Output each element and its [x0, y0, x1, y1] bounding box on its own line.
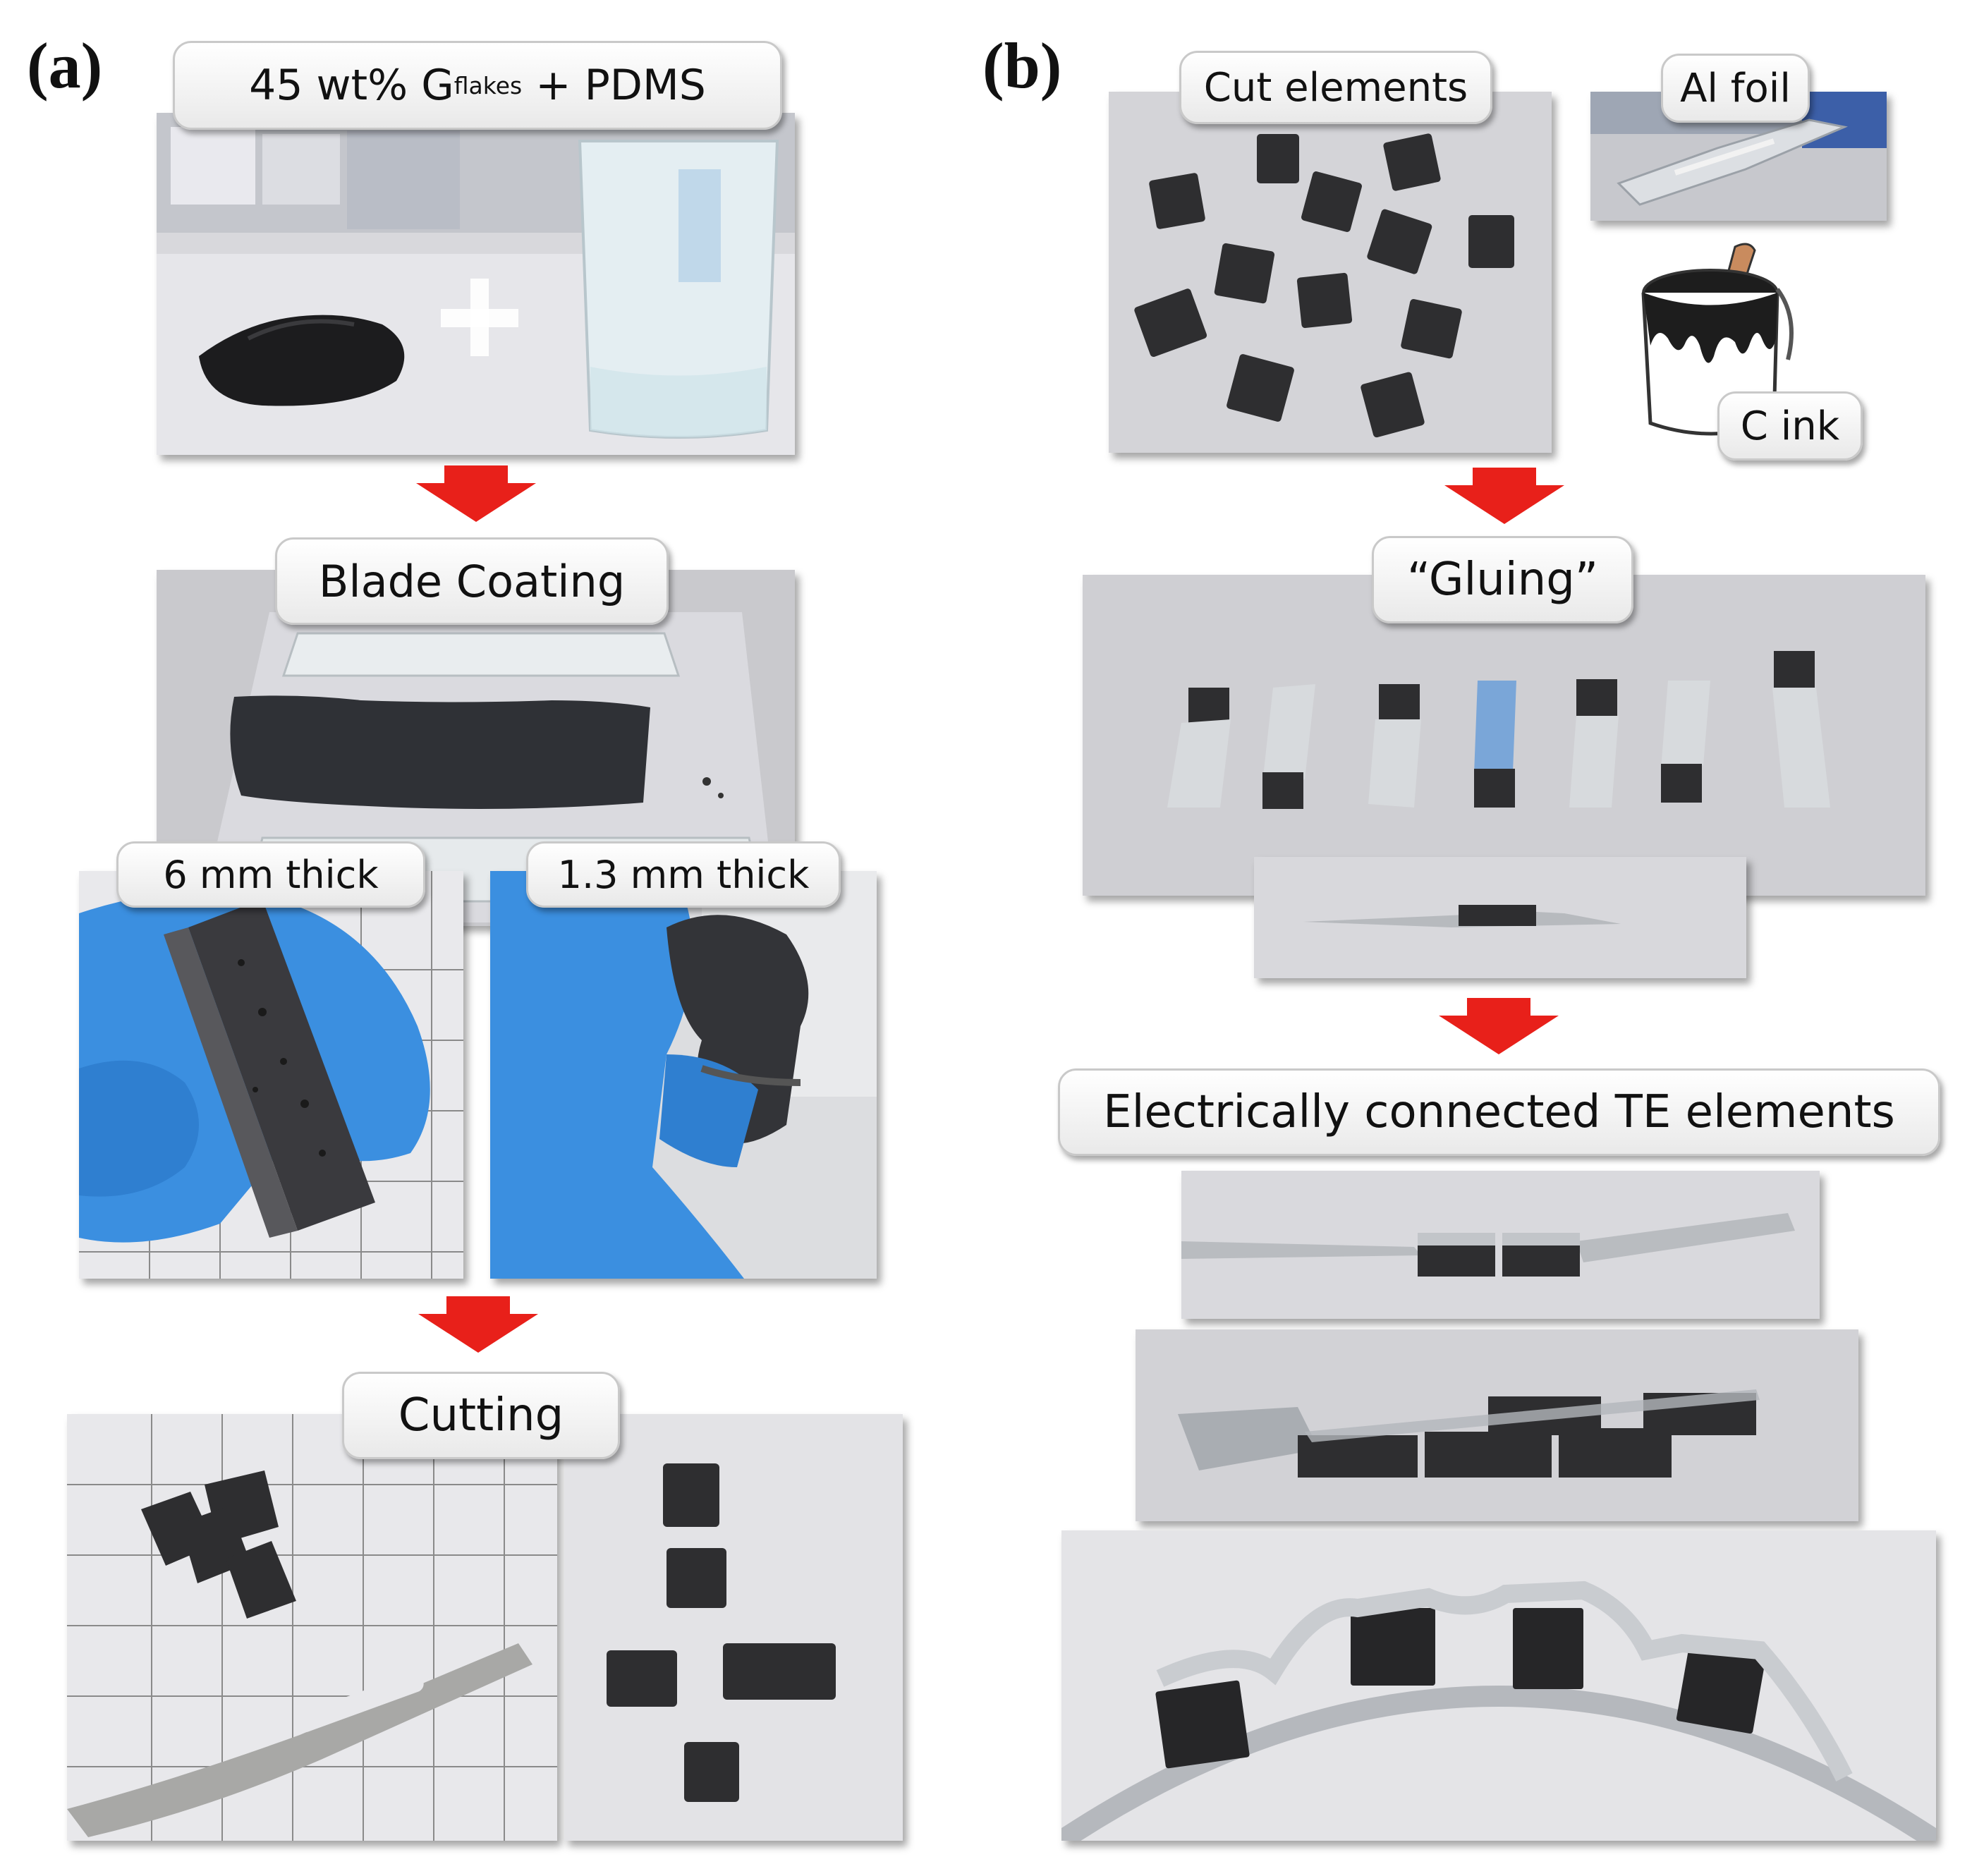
mix-label-sub: flakes — [454, 71, 523, 99]
al-foil-photo — [1590, 92, 1887, 221]
connected-photo-3 — [1061, 1530, 1936, 1841]
thick-6mm-photo — [79, 871, 463, 1279]
thick-1-3mm-photo — [490, 871, 877, 1279]
gluing-label: “Gluing” — [1372, 536, 1633, 623]
paint-bucket-icon — [1641, 243, 1794, 436]
thick-1-3mm-label: 1.3 mm thick — [526, 841, 841, 908]
connected-te-elements-label: Electrically connected TE elements — [1058, 1068, 1940, 1156]
cut-elements-label: Cut elements — [1179, 51, 1492, 124]
cutting-photo-pieces — [564, 1414, 903, 1841]
al-foil-label: Al foil — [1661, 54, 1810, 123]
c-ink-label: C ink — [1717, 391, 1863, 461]
cutting-label: Cutting — [342, 1372, 620, 1459]
mix-label-tail: + PDMS — [522, 61, 706, 110]
cut-elements-photo — [1109, 92, 1552, 453]
down-arrow-icon — [418, 1296, 538, 1353]
down-arrow-icon — [1444, 468, 1564, 524]
connected-photo-2 — [1136, 1329, 1858, 1521]
gluing-photo — [1083, 575, 1925, 896]
thick-6mm-label: 6 mm thick — [116, 841, 425, 908]
blade-coating-label: Blade Coating — [275, 537, 669, 625]
panel-a-letter: (a) — [27, 30, 103, 102]
connected-photo-1 — [1181, 1171, 1820, 1319]
down-arrow-icon — [416, 465, 536, 522]
down-arrow-icon — [1439, 998, 1559, 1054]
panel-b-letter: (b) — [982, 30, 1062, 102]
mix-label-main: 45 wt% G — [249, 61, 454, 110]
mixing-photo — [157, 113, 795, 455]
gluing-side-photo — [1254, 857, 1746, 978]
cutting-photo-scalpel — [67, 1414, 557, 1841]
